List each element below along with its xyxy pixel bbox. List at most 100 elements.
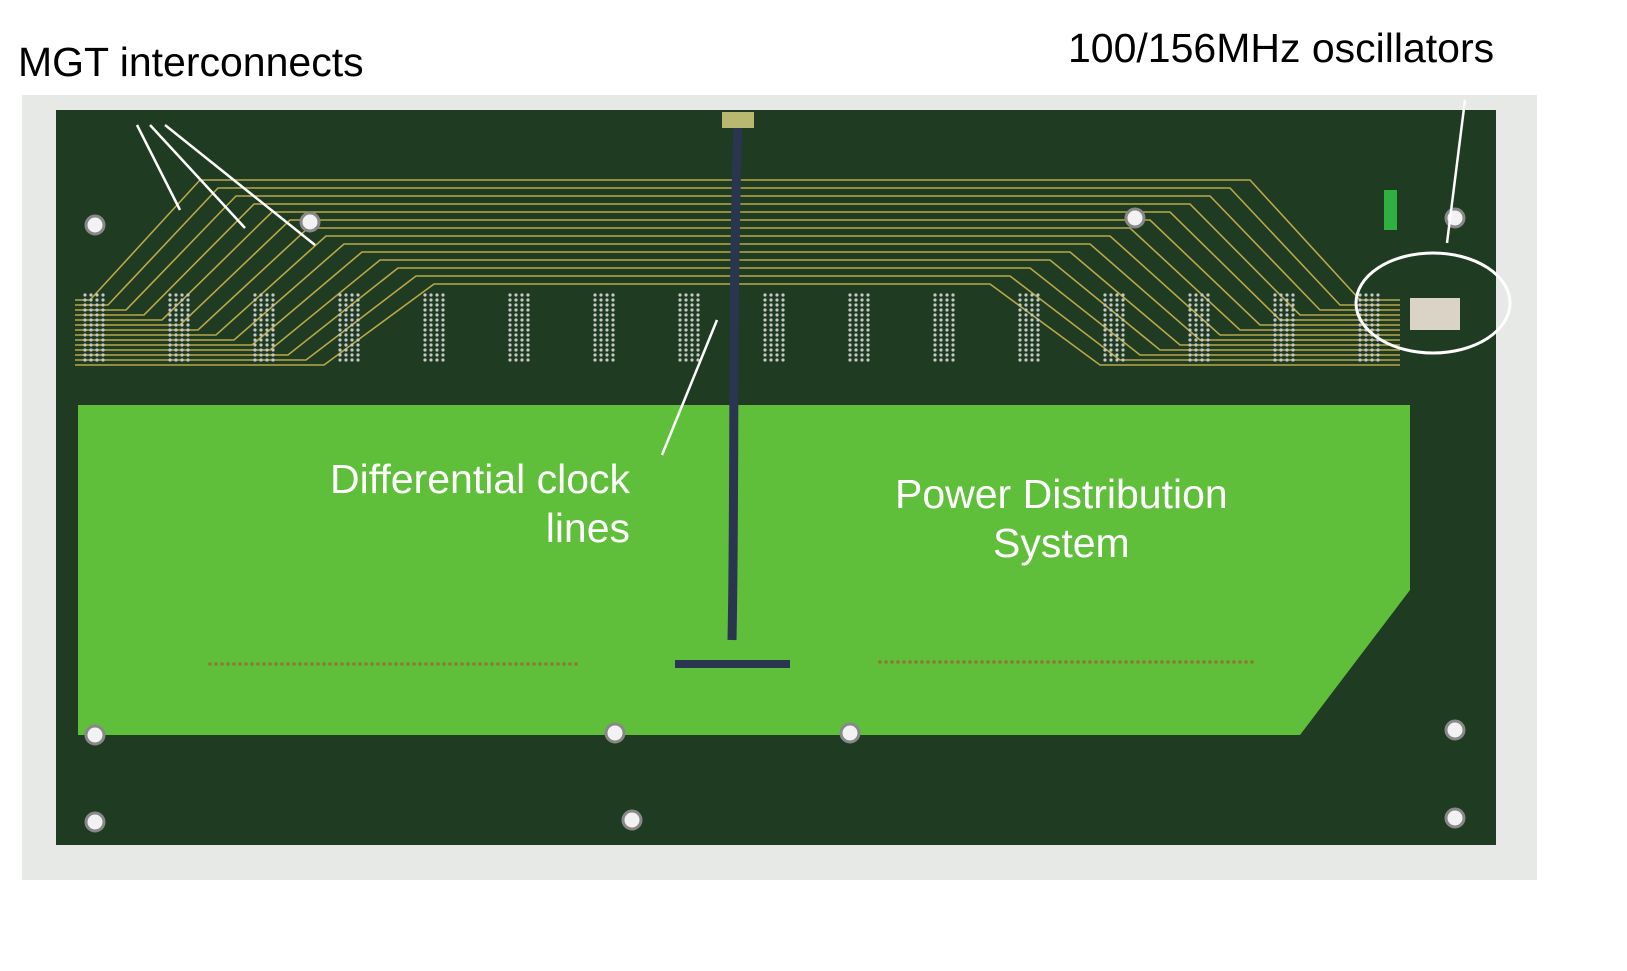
via <box>1115 343 1119 347</box>
via <box>83 313 87 317</box>
via <box>1018 303 1022 307</box>
via <box>265 323 269 327</box>
via <box>526 348 530 352</box>
via <box>1115 348 1119 352</box>
via <box>514 333 518 337</box>
via <box>678 293 682 297</box>
via <box>769 323 773 327</box>
via <box>696 293 700 297</box>
via <box>605 293 609 297</box>
via <box>1358 348 1362 352</box>
via <box>1103 303 1107 307</box>
via <box>1364 318 1368 322</box>
via <box>429 308 433 312</box>
via <box>1184 660 1188 664</box>
via <box>690 353 694 357</box>
via <box>423 303 427 307</box>
via <box>854 308 858 312</box>
via <box>89 333 93 337</box>
via <box>1358 343 1362 347</box>
via <box>376 662 380 666</box>
via <box>775 303 779 307</box>
via <box>1273 353 1277 357</box>
via <box>866 333 870 337</box>
via <box>1358 333 1362 337</box>
via <box>1124 660 1128 664</box>
via <box>854 333 858 337</box>
via <box>344 303 348 307</box>
via <box>265 293 269 297</box>
via <box>1103 358 1107 362</box>
via <box>89 353 93 357</box>
via <box>1364 298 1368 302</box>
clock-cable <box>727 119 743 641</box>
via <box>951 358 955 362</box>
via <box>101 328 105 332</box>
via <box>174 323 178 327</box>
via <box>423 343 427 347</box>
via <box>1200 298 1204 302</box>
via <box>939 298 943 302</box>
via <box>253 343 257 347</box>
via <box>508 343 512 347</box>
via <box>1188 348 1192 352</box>
via <box>89 358 93 362</box>
via <box>781 338 785 342</box>
via <box>1040 660 1044 664</box>
via <box>95 313 99 317</box>
via <box>599 358 603 362</box>
via <box>951 318 955 322</box>
via <box>271 323 275 327</box>
via <box>271 338 275 342</box>
via <box>1109 298 1113 302</box>
via <box>1206 318 1210 322</box>
via <box>1160 660 1164 664</box>
via <box>763 348 767 352</box>
via <box>1188 293 1192 297</box>
via <box>418 662 422 666</box>
via <box>1364 338 1368 342</box>
via <box>429 353 433 357</box>
via <box>854 358 858 362</box>
via <box>1024 318 1028 322</box>
via <box>180 328 184 332</box>
via <box>556 662 560 666</box>
via <box>95 333 99 337</box>
via <box>429 313 433 317</box>
via <box>265 298 269 302</box>
via <box>265 353 269 357</box>
via <box>340 662 344 666</box>
via <box>945 338 949 342</box>
via <box>526 662 530 666</box>
power-distribution-label: Power Distribution System <box>895 470 1228 568</box>
via <box>1121 298 1125 302</box>
via <box>1030 333 1034 337</box>
via <box>186 323 190 327</box>
via <box>690 348 694 352</box>
led <box>1384 190 1397 230</box>
via <box>854 303 858 307</box>
via <box>684 333 688 337</box>
via <box>611 343 615 347</box>
via <box>775 358 779 362</box>
via <box>1024 333 1028 337</box>
via <box>356 353 360 357</box>
via <box>1166 660 1170 664</box>
via <box>1273 348 1277 352</box>
via <box>611 293 615 297</box>
via <box>484 662 488 666</box>
via <box>1115 323 1119 327</box>
via <box>1285 323 1289 327</box>
via <box>441 293 445 297</box>
via <box>1188 313 1192 317</box>
via <box>678 328 682 332</box>
via <box>611 338 615 342</box>
via <box>1194 353 1198 357</box>
via <box>1018 348 1022 352</box>
via <box>951 348 955 352</box>
via <box>690 323 694 327</box>
via <box>429 358 433 362</box>
via <box>1370 353 1374 357</box>
via <box>526 298 530 302</box>
via <box>259 323 263 327</box>
